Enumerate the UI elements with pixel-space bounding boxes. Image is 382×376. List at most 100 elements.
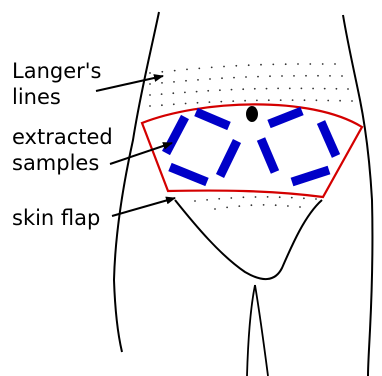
langer-dot [329,75,331,77]
sample-strip [261,139,275,172]
sample-strip [269,111,302,124]
langer-dot [312,88,314,90]
langer-dot [185,80,187,82]
navel [246,106,258,122]
langer-dot [301,88,303,90]
groin-outline [175,200,322,279]
langer-dot [207,90,209,92]
langer-dot [267,196,269,198]
langer-dot [230,197,232,199]
langer-dot [223,66,225,68]
langer-dot [279,196,281,198]
langer-dot [172,92,174,94]
sample-strip [321,122,336,156]
langer-dot [161,93,163,95]
label-langers-lines: Langer's lines [12,58,101,110]
langer-dot [196,91,198,93]
langer-dot [248,64,250,66]
langer-dot [341,75,343,77]
langer-dot [266,88,268,90]
langer-dot [324,88,326,90]
langer-dot [303,197,305,199]
langer-dot [219,89,221,91]
langer-dot [336,88,338,90]
langer-dot [277,88,279,90]
langer-dot [260,64,262,66]
label-langers-lines-line1: Langer's [12,58,101,84]
langer-dot [251,204,253,206]
langer-dot [327,100,329,102]
langer-dot [317,75,319,77]
langer-dot [220,101,222,103]
langer-dot [281,75,283,77]
sample-strip [220,141,237,176]
langer-dot [174,70,176,72]
langer-dot [233,77,235,79]
label-skin-flap: skin flap [12,205,100,231]
langer-dot [272,64,274,66]
langer-dot [280,99,282,101]
langer-dot [218,198,220,200]
langer-dot [305,75,307,77]
langer-dot [263,204,265,206]
langer-dot [243,196,245,198]
langer-dot [211,67,213,69]
langer-dot [161,82,163,84]
sample-strip [166,117,185,153]
arrow-langers-lines [96,76,163,91]
langer-dot [161,104,163,106]
langer-dot [173,81,175,83]
langer-dot [256,100,258,102]
langer-dot [268,99,270,101]
langer-dot [257,76,259,78]
langer-dot [221,77,223,79]
langer-dot [255,196,257,198]
langer-dot [238,205,240,207]
langer-dot [194,200,196,202]
langer-dot [149,83,151,85]
langer-dot [297,63,299,65]
langer-dot [232,100,234,102]
langer-dot [309,63,311,65]
langer-dot [339,100,341,102]
label-extracted-samples: extracted samples [12,124,113,176]
langer-dot [209,101,211,103]
langer-dot [206,199,208,201]
langer-dot [214,208,216,210]
langer-dot [299,206,301,208]
langer-dot [231,89,233,91]
langer-dot [184,92,186,94]
langer-dot [316,99,318,101]
langer-dot [287,205,289,207]
langer-dot [245,76,247,78]
langer-dot [289,88,291,90]
leg-line-left [247,285,255,376]
extracted-samples-left [166,112,237,182]
langer-dot [254,88,256,90]
langer-dot [351,100,353,102]
langer-dot [209,78,211,80]
langer-dot [149,105,151,107]
langer-dot [269,75,271,77]
langer-dot [291,197,293,199]
sample-strip [292,170,329,182]
langer-dot [293,75,295,77]
body-outline-left [114,12,159,352]
langer-dot [275,204,277,206]
sample-strip [170,167,207,182]
langer-dot [334,63,336,65]
langer-dot [235,65,237,67]
leg-line-right [255,285,268,376]
langer-dot [185,103,187,105]
label-extracted-samples-line2: samples [12,150,113,176]
langer-dot [315,198,317,200]
langer-dot [322,63,324,65]
langer-dot [149,94,151,96]
extracted-samples-right [261,111,336,182]
langer-dot [304,99,306,101]
label-extracted-samples-line1: extracted [12,124,113,150]
label-langers-lines-line2: lines [12,84,101,110]
arrow-extracted-samples [110,143,172,164]
